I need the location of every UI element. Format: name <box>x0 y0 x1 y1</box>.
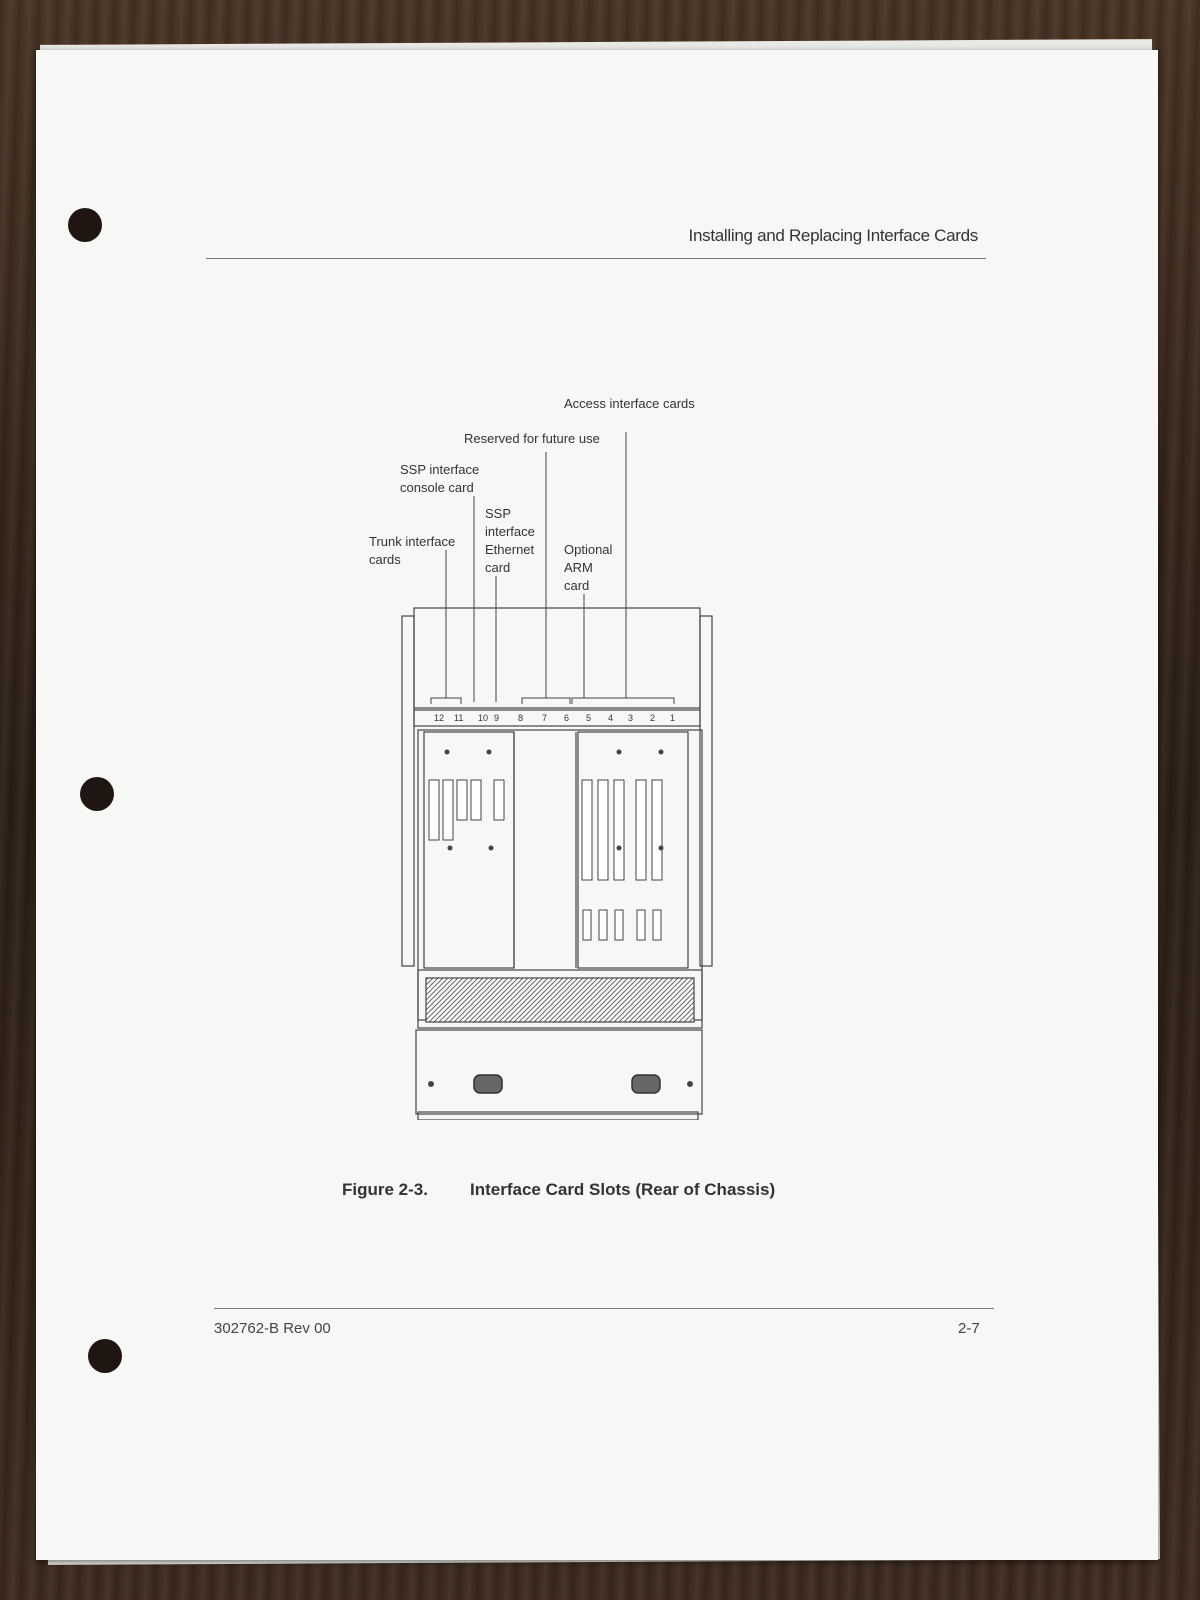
header-rule <box>206 258 986 259</box>
slot-number-strip: 12 11 10 9 8 7 6 5 4 3 2 1 <box>434 713 675 723</box>
callout-ssp-eth-line4: card <box>485 560 510 575</box>
callout-ssp-eth-line1: SSP <box>485 506 511 521</box>
slot-number: 4 <box>608 713 613 723</box>
callout-reserved: Reserved for future use <box>464 431 600 446</box>
slot-number: 6 <box>564 713 569 723</box>
running-header: Installing and Replacing Interface Cards <box>688 226 979 245</box>
figure-caption-title: Interface Card Slots (Rear of Chassis) <box>470 1180 776 1199</box>
footer-page-number: 2-7 <box>958 1320 980 1337</box>
callout-ssp-console-line1: SSP interface <box>400 462 479 477</box>
callout-trunk-line2: cards <box>369 552 401 567</box>
slot-number: 10 <box>478 713 488 723</box>
leader-lines <box>430 432 675 704</box>
punch-hole-top <box>68 208 102 242</box>
punch-hole-bottom <box>88 1339 122 1373</box>
chassis-diagram: Access interface cards Reserved for futu… <box>369 396 713 1148</box>
slot-number: 5 <box>586 713 591 723</box>
slot-number: 11 <box>454 713 463 723</box>
callout-ssp-console-line2: console card <box>400 480 474 495</box>
callout-ssp-eth-line2: interface <box>485 524 535 539</box>
slot-number: 9 <box>494 713 499 723</box>
callout-arm-line3: card <box>564 578 589 593</box>
punch-hole-middle <box>80 777 114 811</box>
slot-number: 12 <box>434 713 444 723</box>
chassis-figure: Access interface cards Reserved for futu… <box>326 340 726 1148</box>
slot-number: 3 <box>628 713 633 723</box>
card-connectors <box>428 779 663 941</box>
figure-caption-number: Figure 2-3. <box>342 1180 428 1199</box>
slot-number: 1 <box>670 713 675 723</box>
callout-trunk-line1: Trunk interface <box>369 534 455 549</box>
footer-doc-number: 302762-B Rev 00 <box>214 1320 331 1337</box>
footer-rule <box>214 1308 994 1309</box>
screws <box>428 749 693 1087</box>
callout-access-cards: Access interface cards <box>564 396 695 411</box>
callout-arm-line1: Optional <box>564 542 613 557</box>
slot-number: 7 <box>542 713 547 723</box>
callout-ssp-eth-line3: Ethernet <box>485 542 535 557</box>
chassis-body <box>401 607 713 1121</box>
callout-arm-line2: ARM <box>564 560 593 575</box>
slot-number: 2 <box>650 713 655 723</box>
slot-number: 8 <box>518 713 523 723</box>
power-inlets <box>473 1074 661 1094</box>
document-page: Installing and Replacing Interface Cards… <box>36 50 1158 1560</box>
